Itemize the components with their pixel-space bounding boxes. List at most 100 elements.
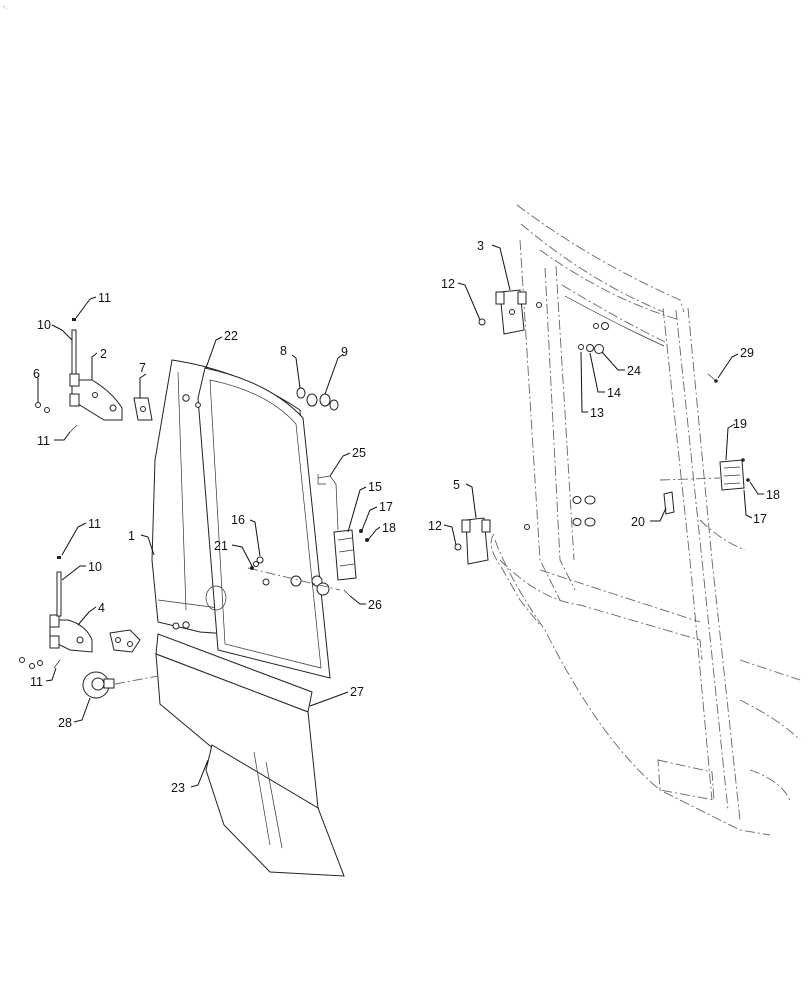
callout-8: 8 xyxy=(280,344,287,358)
leader-10-lower xyxy=(61,565,86,581)
leader-15 xyxy=(347,486,367,533)
screw xyxy=(250,566,254,570)
leader-2 xyxy=(91,352,98,380)
callout-17-striker: 17 xyxy=(753,512,767,526)
leader-13 xyxy=(580,351,588,413)
striker-center-line xyxy=(659,477,721,481)
striker-screw xyxy=(741,458,745,462)
callout-11-bottom: 11 xyxy=(30,675,43,689)
door-knob-center xyxy=(91,677,105,691)
latch-bracket xyxy=(663,491,675,515)
frame-hole xyxy=(195,402,201,408)
leader-17-latch xyxy=(361,506,378,531)
corner-mark: -. xyxy=(3,4,7,11)
latch-rod xyxy=(317,475,339,531)
leader-17-striker xyxy=(743,489,753,519)
hinge-plate xyxy=(109,629,141,653)
hinge-knuckle xyxy=(495,291,505,305)
hinge-knuckle xyxy=(49,614,60,628)
leader-11-top xyxy=(75,296,97,319)
hinge-knuckle xyxy=(49,635,60,649)
cab-step xyxy=(657,759,715,801)
cab-top-rail xyxy=(564,295,665,347)
bumper-pad xyxy=(572,518,582,526)
bottom-door-panel-crease xyxy=(253,751,283,849)
leader-27 xyxy=(309,691,349,707)
callout-10-lower: 10 xyxy=(88,560,102,574)
screw xyxy=(478,318,486,326)
leader-19 xyxy=(725,423,736,461)
callout-12-upper: 12 xyxy=(441,277,455,291)
callout-leaders xyxy=(37,244,764,788)
leader-18-latch xyxy=(367,526,381,541)
hinge-hole xyxy=(92,392,98,398)
leader-3 xyxy=(491,244,511,291)
screw xyxy=(256,556,264,564)
washer xyxy=(319,393,331,407)
cab-rear-lower xyxy=(699,519,801,681)
callout-6: 6 xyxy=(33,367,40,381)
leader-29 xyxy=(717,353,739,379)
callout-13: 13 xyxy=(590,406,604,420)
screw xyxy=(29,663,35,669)
hinge-hole xyxy=(109,404,117,412)
striker-plate xyxy=(719,459,745,491)
callout-16: 16 xyxy=(231,513,245,527)
leader-23 xyxy=(190,759,209,788)
latch-washer xyxy=(262,578,270,586)
washer xyxy=(306,393,318,407)
screw xyxy=(536,302,542,308)
leader-5 xyxy=(465,483,477,519)
callout-22: 22 xyxy=(224,329,238,343)
leader-26 xyxy=(349,595,366,605)
cab-lower-sill xyxy=(499,559,703,661)
door-knob-stem xyxy=(103,678,115,689)
callout-18-striker: 18 xyxy=(766,488,780,502)
leader-11-bottom xyxy=(45,667,57,682)
leader-12-upper xyxy=(457,282,481,321)
bumper-pad xyxy=(584,495,596,505)
cab-rear-lower xyxy=(739,699,801,801)
latch-washer xyxy=(253,561,259,567)
frame-hole xyxy=(182,621,190,629)
cab-top-rail xyxy=(561,284,666,343)
latch-rod-hook xyxy=(317,474,326,485)
hinge-pin xyxy=(71,329,77,375)
callout-20: 20 xyxy=(631,515,645,529)
retaining-clip xyxy=(69,424,78,433)
hinge-pin-cap xyxy=(72,318,76,321)
callout-11-mid: 11 xyxy=(88,517,101,531)
leader-10-upper xyxy=(51,324,73,341)
cab-rear-pillar xyxy=(662,307,713,801)
callout-1: 1 xyxy=(128,529,135,543)
striker-screw xyxy=(746,478,750,482)
hinge-knuckle xyxy=(481,519,491,533)
hinge-knuckle xyxy=(517,291,527,305)
cab-roof-edge xyxy=(520,223,665,313)
hinge-pin-cap xyxy=(57,556,61,559)
callout-4: 4 xyxy=(98,601,105,615)
screw xyxy=(454,543,462,551)
leader-28 xyxy=(73,697,91,723)
washer xyxy=(578,344,584,350)
door-assembly xyxy=(19,318,369,877)
latch-washer xyxy=(290,575,302,587)
callout-11-top: 11 xyxy=(98,291,111,305)
washer xyxy=(329,399,339,411)
screw xyxy=(37,660,43,666)
strut-pin-end xyxy=(714,379,718,383)
door-latch xyxy=(333,529,357,581)
cab-rear-pillar xyxy=(687,307,741,821)
callout-7: 7 xyxy=(139,361,146,375)
leader-22 xyxy=(205,336,223,369)
screw xyxy=(44,407,50,413)
door-latch-detail xyxy=(337,537,355,567)
cab-rear-pillar xyxy=(675,309,729,811)
leader-18-striker xyxy=(749,481,764,495)
hinge-hole xyxy=(76,636,84,644)
washer xyxy=(593,323,599,329)
frame-hole xyxy=(172,622,180,630)
callout-12-lower: 12 xyxy=(428,519,442,533)
leader-21 xyxy=(231,544,253,567)
